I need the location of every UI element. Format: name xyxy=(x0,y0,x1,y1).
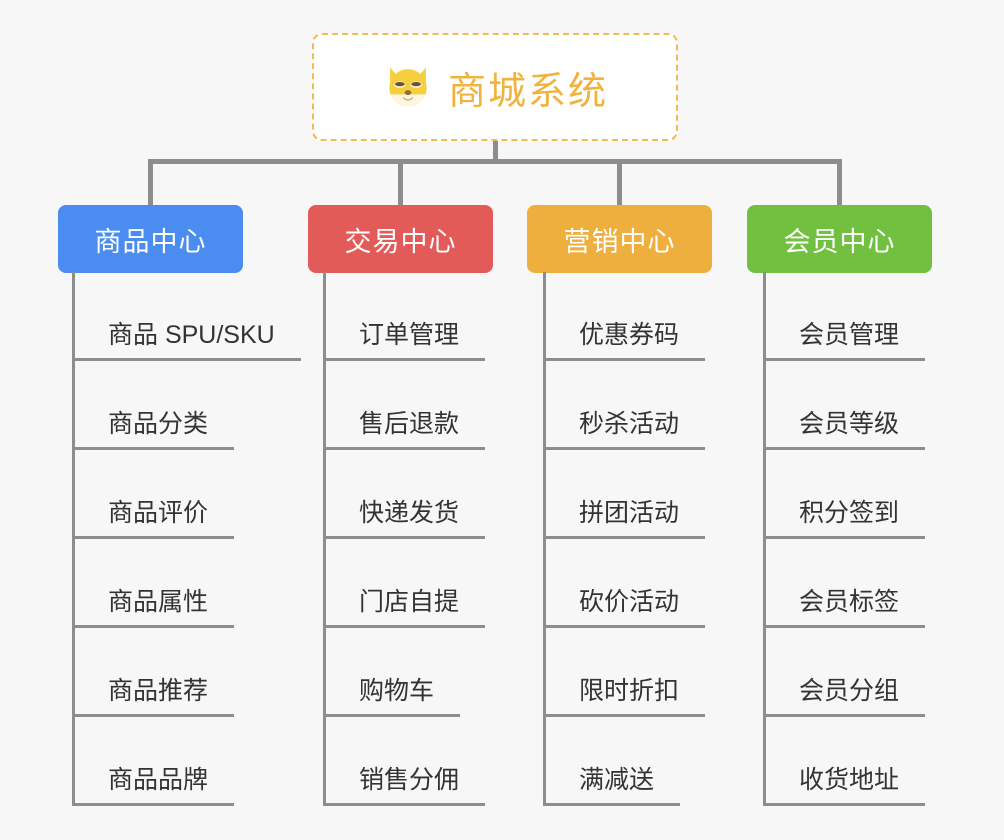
leaf-item[interactable]: 会员标签 xyxy=(763,539,926,628)
leaf-item[interactable]: 秒杀活动 xyxy=(543,361,706,450)
leaf-item[interactable]: 优惠券码 xyxy=(543,272,706,361)
connector-root-stem xyxy=(493,141,498,163)
leaf-item[interactable]: 订单管理 xyxy=(323,272,486,361)
leaf-item[interactable]: 商品推荐 xyxy=(72,628,235,717)
branch-box-3[interactable]: 营销中心 xyxy=(527,205,712,273)
leaf-item[interactable]: 商品分类 xyxy=(72,361,235,450)
leaf-item[interactable]: 会员分组 xyxy=(763,628,926,717)
leaf-item[interactable]: 满减送 xyxy=(543,717,681,806)
connector-drop-3 xyxy=(617,159,622,205)
leaf-item[interactable]: 商品品牌 xyxy=(72,717,235,806)
branch-label-4: 会员中心 xyxy=(783,226,896,257)
branch-label-3: 营销中心 xyxy=(563,226,676,257)
leaf-spine-2 xyxy=(323,272,326,806)
leaf-label: 收货地址 xyxy=(763,765,926,806)
leaf-label: 快递发货 xyxy=(323,498,486,539)
leaf-item[interactable]: 限时折扣 xyxy=(543,628,706,717)
leaf-label: 会员管理 xyxy=(763,320,926,361)
leaf-label: 限时折扣 xyxy=(543,676,706,717)
leaf-label: 门店自提 xyxy=(323,587,486,628)
leaf-label: 销售分佣 xyxy=(323,765,486,806)
root-label: 商城系统 xyxy=(447,70,608,113)
leaf-label: 会员标签 xyxy=(763,587,926,628)
leaf-label: 砍价活动 xyxy=(543,587,706,628)
leaf-label: 商品属性 xyxy=(72,587,235,628)
leaf-item[interactable]: 销售分佣 xyxy=(323,717,486,806)
leaf-spine-1 xyxy=(72,272,75,806)
leaf-spine-4 xyxy=(763,272,766,806)
leaf-label: 优惠券码 xyxy=(543,320,706,361)
shiba-dog-face-icon xyxy=(382,61,434,113)
leaf-item[interactable]: 商品评价 xyxy=(72,450,235,539)
connector-horizontal-bus xyxy=(148,159,842,164)
leaf-item[interactable]: 商品属性 xyxy=(72,539,235,628)
connector-drop-1 xyxy=(148,159,153,205)
leaf-label: 商品 SPU/SKU xyxy=(72,320,301,361)
branch-box-1[interactable]: 商品中心 xyxy=(58,205,243,273)
branch-box-2[interactable]: 交易中心 xyxy=(308,205,493,273)
leaf-item[interactable]: 门店自提 xyxy=(323,539,486,628)
leaf-label: 会员等级 xyxy=(763,409,926,450)
leaf-item[interactable]: 快递发货 xyxy=(323,450,486,539)
leaf-item[interactable]: 商品 SPU/SKU xyxy=(72,272,301,361)
root-node[interactable]: 商城系统 xyxy=(312,33,678,141)
leaf-item[interactable]: 购物车 xyxy=(323,628,461,717)
connector-drop-2 xyxy=(398,159,403,205)
leaf-label: 订单管理 xyxy=(323,320,486,361)
leaf-item[interactable]: 积分签到 xyxy=(763,450,926,539)
leaf-label: 商品评价 xyxy=(72,498,235,539)
leaf-label: 会员分组 xyxy=(763,676,926,717)
leaf-label: 满减送 xyxy=(543,765,681,806)
leaf-label: 拼团活动 xyxy=(543,498,706,539)
leaf-item[interactable]: 拼团活动 xyxy=(543,450,706,539)
branch-label-2: 交易中心 xyxy=(344,226,457,257)
leaf-label: 商品品牌 xyxy=(72,765,235,806)
connector-drop-4 xyxy=(837,159,842,205)
leaf-item[interactable]: 会员管理 xyxy=(763,272,926,361)
leaf-label: 秒杀活动 xyxy=(543,409,706,450)
leaf-spine-3 xyxy=(543,272,546,806)
leaf-label: 商品推荐 xyxy=(72,676,235,717)
leaf-label: 售后退款 xyxy=(323,409,486,450)
leaf-label: 购物车 xyxy=(323,676,461,717)
leaf-item[interactable]: 砍价活动 xyxy=(543,539,706,628)
leaf-item[interactable]: 售后退款 xyxy=(323,361,486,450)
leaf-label: 积分签到 xyxy=(763,498,926,539)
branch-box-4[interactable]: 会员中心 xyxy=(747,205,932,273)
leaf-label: 商品分类 xyxy=(72,409,235,450)
branch-label-1: 商品中心 xyxy=(94,226,207,257)
leaf-item[interactable]: 收货地址 xyxy=(763,717,926,806)
leaf-item[interactable]: 会员等级 xyxy=(763,361,926,450)
